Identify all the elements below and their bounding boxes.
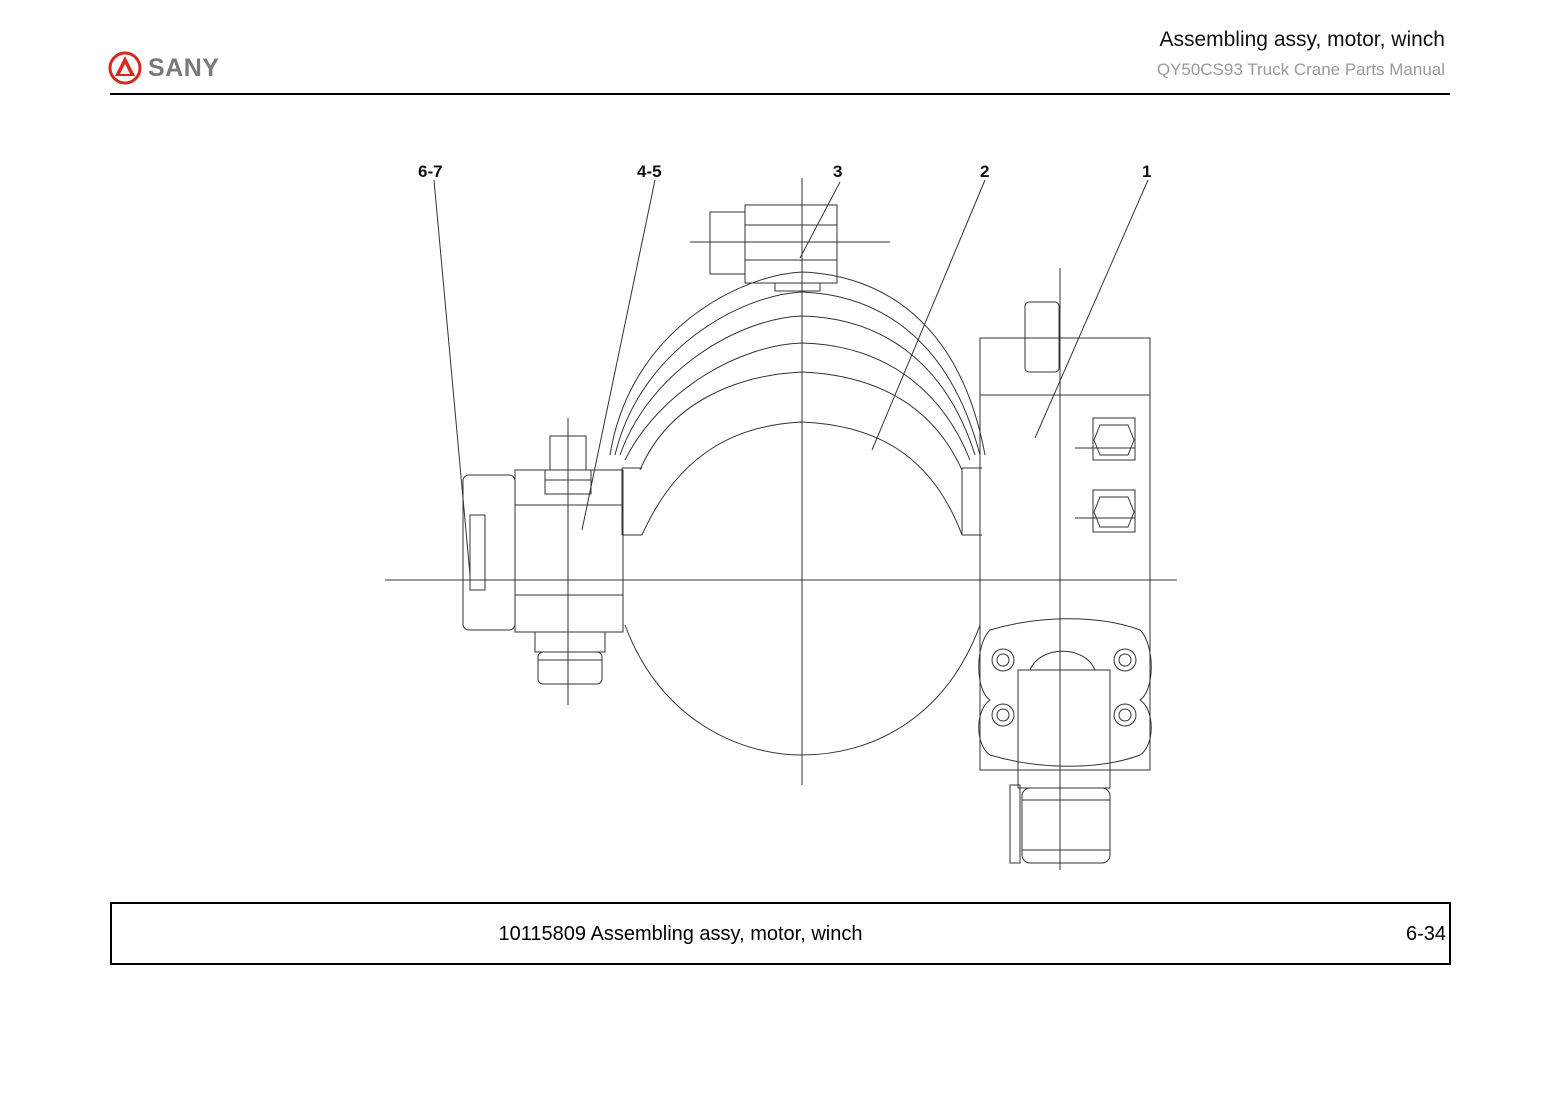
document-title: Assembling assy, motor, winch xyxy=(1159,28,1445,51)
drum-inner-arc xyxy=(641,421,963,536)
valve-block xyxy=(979,337,1151,771)
sensor-body xyxy=(744,204,838,284)
drum-outer-arc xyxy=(609,271,986,456)
callout-2: 2 xyxy=(980,162,989,181)
caption-text: 10115809 Assembling assy, motor, winch xyxy=(498,923,863,945)
brand-logo: SANY xyxy=(108,50,238,88)
callout-6-7: 6-7 xyxy=(418,162,443,181)
page-number: 6-34 xyxy=(1405,923,1446,945)
header-divider xyxy=(110,93,1450,95)
callout-3: 3 xyxy=(833,162,842,181)
callout-1: 1 xyxy=(1142,162,1151,181)
document-subtitle: QY50CS93 Truck Crane Parts Manual xyxy=(1156,60,1445,79)
flange xyxy=(978,618,1152,767)
callout-4-5: 4-5 xyxy=(637,162,662,181)
caption-box: 10115809 Assembling assy, motor, winch 6… xyxy=(110,902,1451,965)
fitting xyxy=(1021,787,1111,864)
sensor-cap xyxy=(709,211,746,275)
brand-name: SANY xyxy=(148,54,220,82)
drum-lower-arc xyxy=(624,624,981,756)
sany-emblem-icon xyxy=(108,51,142,85)
parts-drawing: 6-7 4-5 3 2 1 xyxy=(385,162,1177,870)
